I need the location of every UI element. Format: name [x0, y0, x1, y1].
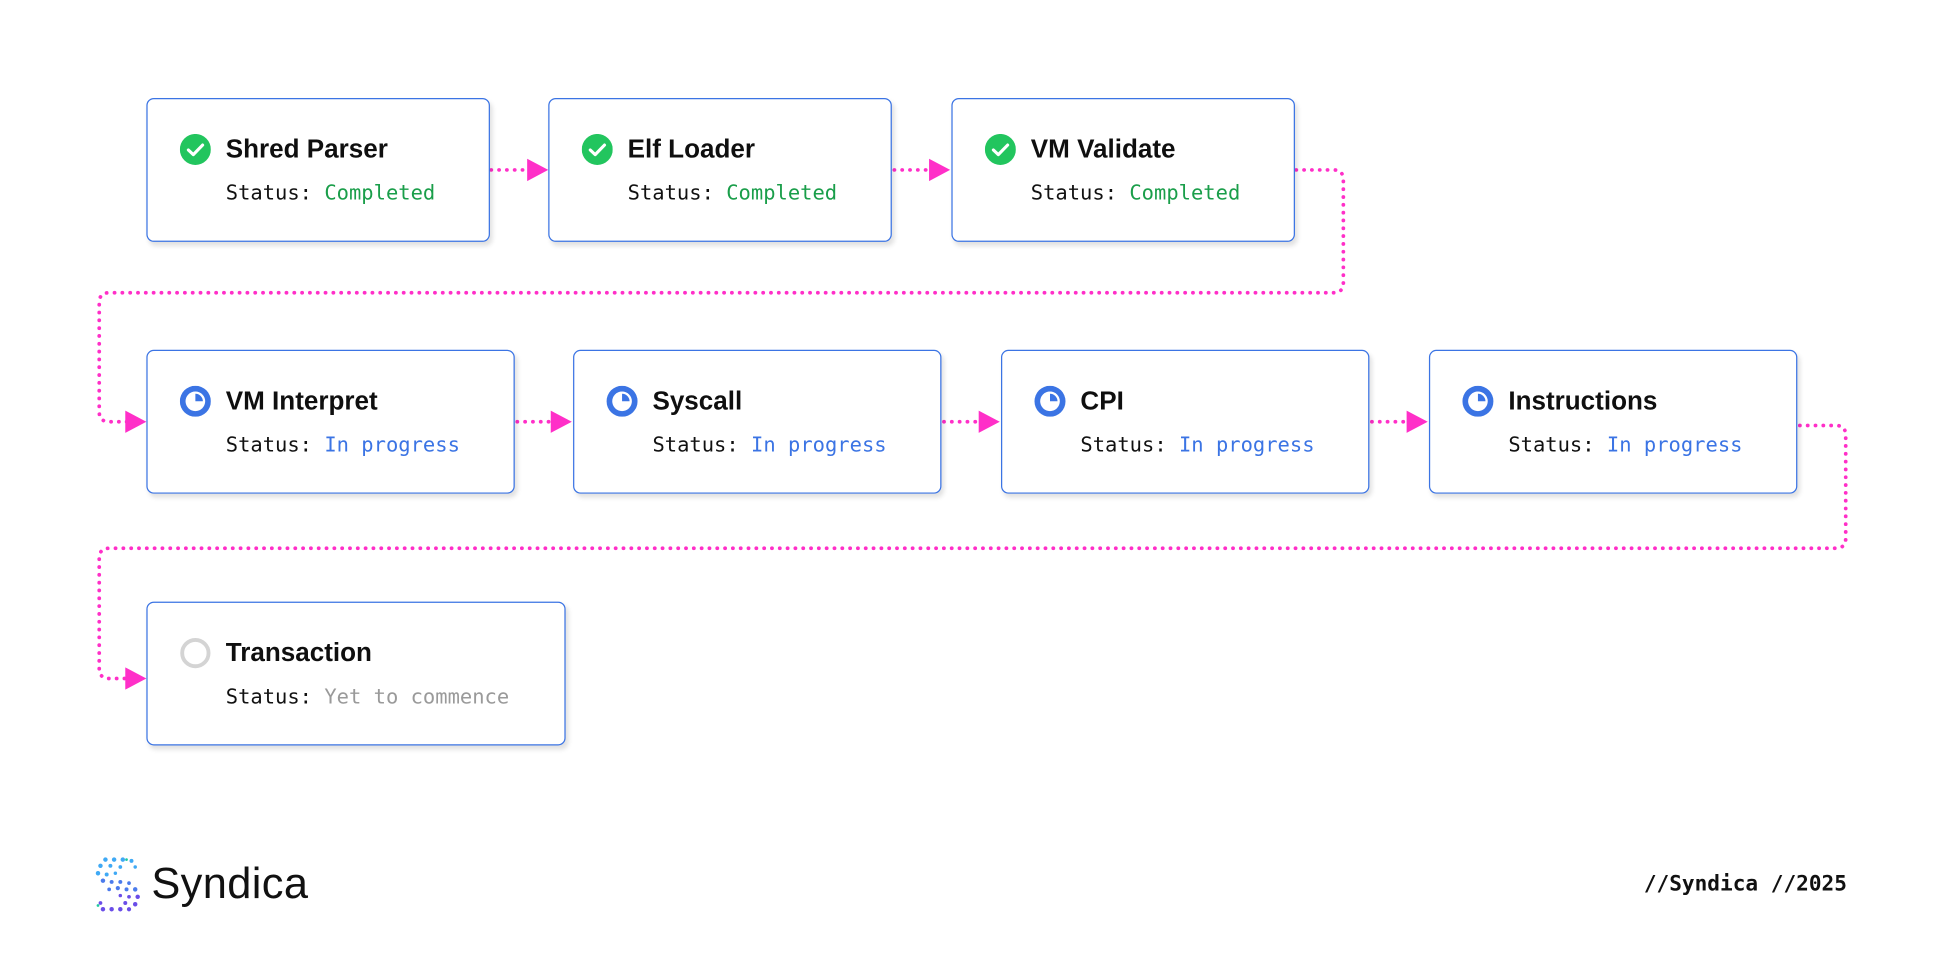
stage-status: Status: In progress — [1508, 433, 1742, 458]
stage-card-vm-validate: VM Validate Status: Completed — [951, 97, 1295, 242]
arrowhead-icon — [527, 158, 549, 182]
status-value: Yet to commence — [324, 684, 510, 709]
check-circle-icon — [984, 133, 1016, 165]
status-value: In progress — [1606, 432, 1743, 457]
stage-title: Transaction — [225, 638, 372, 668]
footer-tag: //Syndica //2025 — [1643, 872, 1847, 897]
arrowhead-icon — [125, 667, 147, 690]
clock-icon — [1462, 385, 1494, 417]
arrowhead-icon — [1406, 410, 1428, 433]
status-label: Status: — [627, 181, 714, 205]
connector-instructions-to-transaction — [97, 423, 1848, 681]
clock-icon — [1034, 385, 1066, 417]
stage-status: Status: In progress — [1080, 433, 1314, 458]
stage-card-transaction: Transaction Status: Yet to commence — [146, 601, 566, 746]
stage-status: Status: Completed — [1031, 181, 1240, 206]
status-value: Completed — [726, 181, 838, 205]
status-value: In progress — [324, 432, 460, 457]
stage-status: Status: Yet to commence — [226, 685, 509, 710]
status-label: Status: — [1030, 181, 1118, 205]
stage-title: Instructions — [1508, 387, 1658, 416]
status-label: Status: — [225, 181, 313, 205]
stage-status: Status: In progress — [652, 433, 886, 458]
stage-status: Status: Completed — [226, 181, 435, 206]
brand-name: Syndica — [151, 859, 309, 908]
stage-card-instructions: Instructions Status: In progress — [1428, 349, 1798, 494]
status-value: Completed — [324, 181, 436, 205]
arrowhead-icon — [550, 410, 572, 433]
stage-card-elf-loader: Elf Loader Status: Completed — [548, 97, 892, 242]
brand-logo: Syndica — [95, 855, 309, 915]
status-value: In progress — [1178, 432, 1315, 457]
stage-title: Shred Parser — [225, 135, 388, 164]
status-label: Status: — [225, 684, 313, 709]
check-circle-icon — [179, 133, 211, 165]
clock-icon — [606, 385, 638, 417]
connector-validate-to-interpret — [97, 168, 1346, 424]
stage-title: VM Validate — [1030, 135, 1176, 164]
stage-card-shred-parser: Shred Parser Status: Completed — [146, 97, 490, 242]
status-value: In progress — [751, 432, 887, 457]
status-label: Status: — [652, 432, 739, 457]
arrowhead-icon — [929, 158, 951, 182]
stage-card-vm-interpret: VM Interpret Status: In progress — [146, 349, 515, 494]
stage-title: CPI — [1080, 387, 1124, 416]
stage-status: Status: Completed — [628, 181, 837, 206]
stage-title: Elf Loader — [627, 135, 756, 164]
stage-title: VM Interpret — [225, 387, 378, 416]
check-circle-icon — [581, 133, 613, 165]
stage-status: Status: In progress — [226, 433, 460, 458]
status-label: Status: — [225, 432, 313, 457]
stage-card-cpi: CPI Status: In progress — [1001, 349, 1370, 494]
clock-icon — [179, 385, 211, 417]
status-label: Status: — [1508, 432, 1595, 457]
stage-title: Syscall — [652, 387, 743, 416]
status-label: Status: — [1080, 432, 1167, 457]
stage-card-syscall: Syscall Status: In progress — [573, 349, 942, 494]
empty-circle-icon — [180, 637, 211, 669]
status-value: Completed — [1129, 181, 1241, 205]
syndica-logo-icon — [95, 857, 140, 912]
arrowhead-icon — [978, 410, 1000, 433]
arrowhead-icon — [125, 410, 147, 433]
